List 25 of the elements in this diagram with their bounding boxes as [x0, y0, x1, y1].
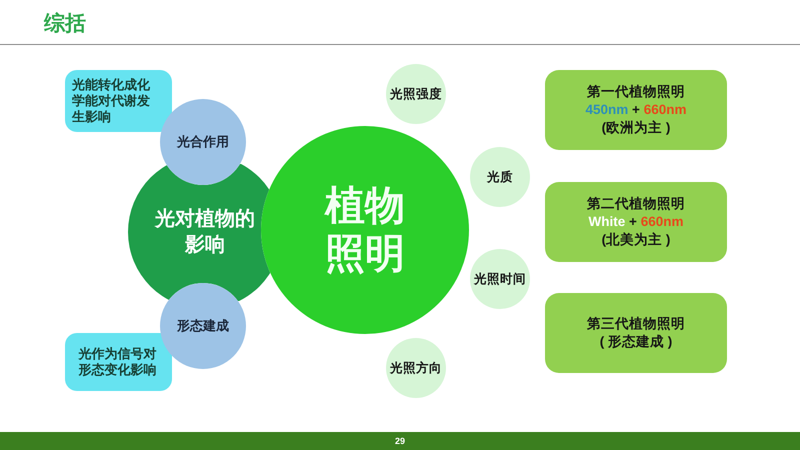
slide-title: 综括	[44, 11, 86, 37]
generation-box	[545, 293, 727, 373]
page-number: 29	[394, 435, 405, 447]
factor-label: 光照方向	[390, 360, 442, 377]
generation-title: 第三代植物照明	[587, 315, 685, 333]
generation-box	[545, 182, 727, 262]
generation-title: 第二代植物照明	[587, 195, 685, 213]
spectrum-text: 450nm + 660nm	[586, 101, 686, 119]
topic-label: 光合作用	[177, 133, 229, 152]
topic-label: 光对植物的影响	[154, 207, 256, 258]
factor-label: 光质	[487, 168, 513, 186]
generation-box	[545, 70, 727, 150]
factor-label: 光照强度	[390, 86, 442, 103]
factor-label: 光照时间	[474, 270, 526, 288]
spectrum-text: White + 660nm	[588, 213, 684, 231]
note-text: 光作为信号对形态变化影响	[78, 346, 158, 378]
application-note: ( 形态建成 )	[600, 333, 672, 351]
main-label: 植物照明	[323, 183, 406, 278]
region-note: (欧洲为主 )	[602, 119, 670, 137]
region-note: (北美为主 )	[602, 231, 670, 249]
note-box	[65, 70, 172, 132]
note-box	[65, 333, 172, 391]
topic-label: 形态建成	[177, 317, 229, 336]
note-text: 光能转化成化学能对代谢发生影响	[72, 77, 151, 125]
generation-title: 第一代植物照明	[587, 83, 685, 101]
